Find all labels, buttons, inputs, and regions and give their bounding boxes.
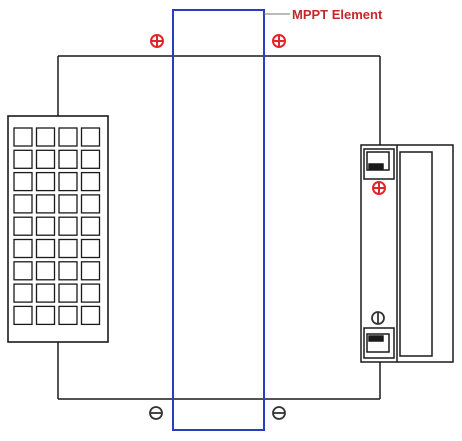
solar-panel-cells [13, 127, 101, 326]
negative-terminal-icon [371, 311, 385, 325]
solar-cell [80, 194, 101, 214]
solar-cell [58, 171, 78, 192]
solar-cell [13, 127, 33, 147]
solar-cell [80, 283, 101, 303]
solar-cell [58, 261, 78, 281]
solar-cell [58, 149, 78, 169]
positive-terminal-icon [150, 34, 164, 48]
solar-cell [58, 305, 78, 326]
battery-housing [360, 144, 454, 363]
solar-cell [13, 194, 33, 214]
solar-cell [80, 149, 101, 169]
solar-cell [35, 171, 56, 192]
battery-bottom-terminal [363, 327, 395, 359]
solar-cell [13, 238, 33, 259]
solar-cell [35, 216, 56, 236]
positive-terminal-icon [372, 181, 386, 195]
mppt-element [172, 9, 265, 431]
battery-assembly [360, 144, 454, 363]
solar-panel [7, 115, 109, 343]
solar-cell [58, 283, 78, 303]
negative-terminal-icon [149, 406, 163, 420]
solar-cell [58, 216, 78, 236]
solar-cell [80, 127, 101, 147]
solar-cell [35, 238, 56, 259]
solar-cell [35, 194, 56, 214]
solar-cell [35, 127, 56, 147]
solar-cell [80, 238, 101, 259]
solar-cell [35, 283, 56, 303]
solar-cell [80, 216, 101, 236]
solar-cell [58, 238, 78, 259]
solar-cell [80, 261, 101, 281]
solar-cell [13, 149, 33, 169]
solar-cell [58, 127, 78, 147]
callout-label: MPPT Element [292, 7, 383, 22]
solar-cell [13, 261, 33, 281]
solar-cell [35, 305, 56, 326]
battery-top-terminal [363, 148, 395, 180]
positive-terminal-icon [272, 34, 286, 48]
battery-cell-window [399, 151, 433, 357]
solar-cell [13, 171, 33, 192]
solar-cell [58, 194, 78, 214]
negative-terminal-icon [272, 406, 286, 420]
solar-cell [13, 305, 33, 326]
solar-cell [13, 216, 33, 236]
solar-cell [13, 283, 33, 303]
solar-cell [80, 171, 101, 192]
solar-cell [80, 305, 101, 326]
wire-loop [57, 55, 381, 400]
solar-cell [35, 149, 56, 169]
solar-cell [35, 261, 56, 281]
